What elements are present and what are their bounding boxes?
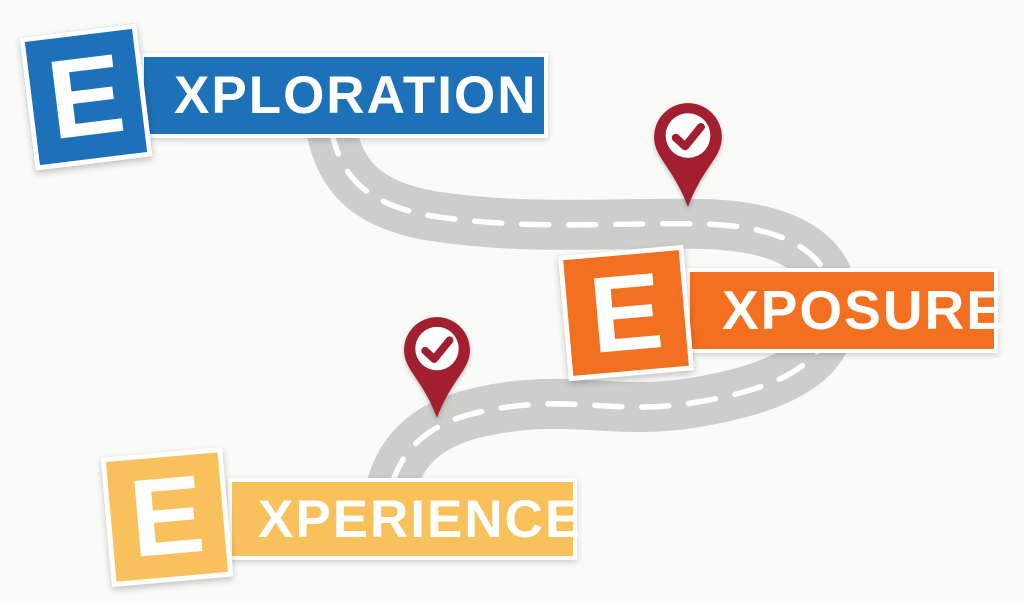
experience-banner: XPERIENCE bbox=[228, 478, 580, 560]
exploration-banner: XPLORATION bbox=[140, 53, 548, 138]
experience-letter-tile: E bbox=[100, 446, 234, 588]
exploration-letter-tile: E bbox=[19, 23, 153, 171]
pin-circle bbox=[415, 326, 459, 371]
exploration-letter: E bbox=[41, 29, 131, 164]
experience-banner-label: XPERIENCE bbox=[258, 489, 583, 549]
experience-letter: E bbox=[125, 452, 209, 581]
exposure-banner-label: XPOSURE bbox=[722, 279, 1005, 341]
exposure-letter: E bbox=[584, 249, 668, 376]
checkmark-icon bbox=[671, 122, 705, 151]
exposure-banner: XPOSURE bbox=[686, 268, 1003, 353]
pin-circle bbox=[665, 113, 711, 158]
checkpoint-pin-2 bbox=[404, 317, 470, 418]
checkpoint-pin-1 bbox=[654, 103, 722, 207]
checkmark-icon bbox=[421, 336, 454, 363]
exploration-banner-label: XPLORATION bbox=[174, 66, 538, 125]
exposure-letter-tile: E bbox=[557, 244, 695, 382]
